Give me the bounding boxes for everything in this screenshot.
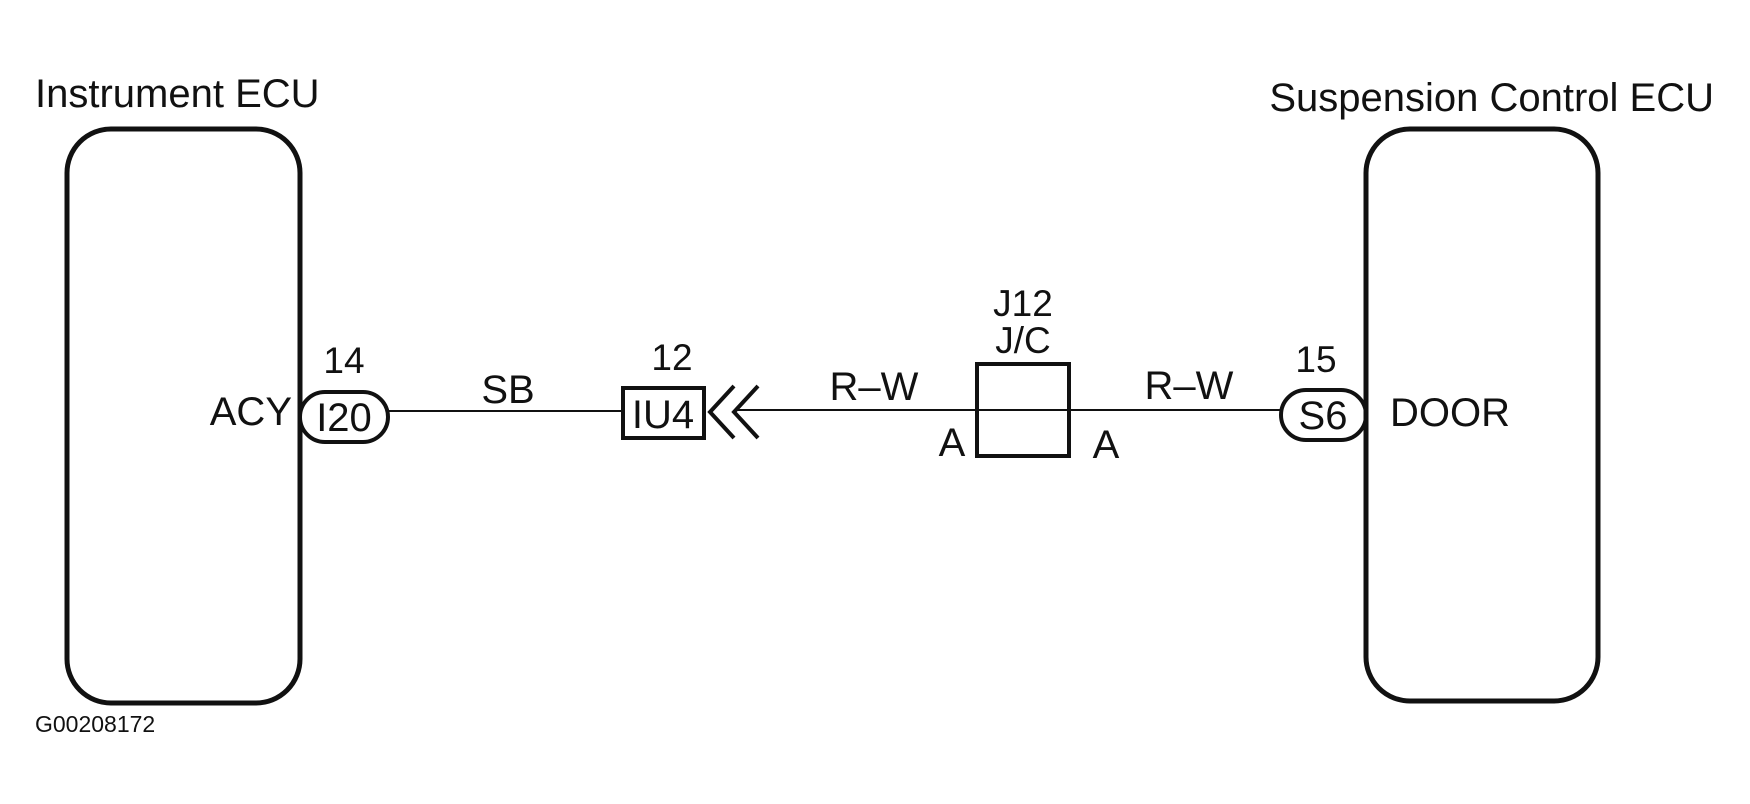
connector-iu4-outline [621, 386, 706, 440]
instrument-ecu: Instrument ECU ACY [35, 72, 320, 706]
connector-i20-pin: 14 [323, 340, 364, 381]
suspension-control-ecu-title: Suspension Control ECU [1269, 76, 1714, 120]
connector-iu4-label: IU4 [632, 393, 694, 437]
connector-s6-label: S6 [1299, 394, 1348, 438]
suspension-control-ecu-box [1363, 126, 1601, 704]
connector-i20: I20 14 [298, 340, 390, 444]
connector-iu4-pin: 12 [651, 337, 692, 378]
instrument-ecu-title: Instrument ECU [35, 72, 320, 116]
wire-sb-color-code: SB [481, 368, 534, 412]
connector-i20-label: I20 [316, 396, 372, 440]
door-terminal-label: DOOR [1390, 391, 1510, 435]
junction-j12-left-pin: A [939, 421, 966, 465]
wire-r-w-right-color-code: R–W [1145, 364, 1234, 408]
connector-iu4: IU4 12 [621, 337, 760, 440]
suspension-control-ecu: Suspension Control ECU DOOR [1269, 76, 1714, 704]
double-chevron-icon [707, 384, 736, 440]
connector-i20-outline [298, 390, 390, 444]
wire-r-w-left-color-code: R–W [830, 365, 919, 409]
connector-s6-pin: 15 [1295, 339, 1336, 380]
junction-j12-type: J/C [995, 320, 1051, 361]
diagram-id: G00208172 [35, 711, 155, 737]
junction-j12: J12 J/C A A [939, 283, 1120, 467]
acy-terminal-label: ACY [210, 390, 292, 434]
double-chevron-icon-inner [731, 384, 760, 440]
connector-s6: S6 15 [1279, 339, 1368, 442]
junction-j12-name: J12 [993, 283, 1053, 324]
junction-j12-right-pin: A [1093, 423, 1120, 467]
